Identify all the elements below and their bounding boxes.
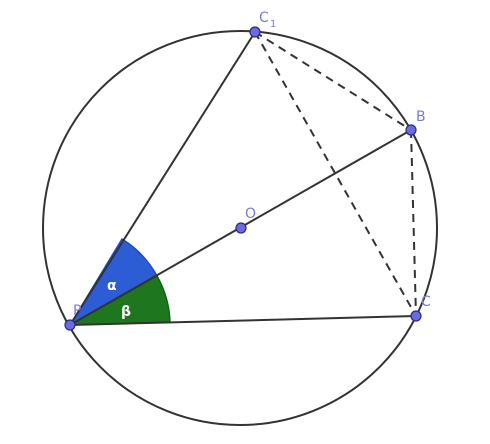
segment-PC	[69, 315, 417, 326]
label-P: P	[73, 303, 81, 319]
angle-alpha-label: α	[107, 278, 117, 294]
label-O: O	[245, 206, 256, 222]
point-C1[interactable]	[249, 26, 261, 38]
segment-C1C	[254, 31, 417, 317]
label-C1: C	[259, 10, 269, 26]
label-C: C	[421, 294, 431, 310]
point-P[interactable]	[64, 319, 76, 331]
label-C1-subscript: 1	[270, 19, 276, 30]
point-B[interactable]	[405, 124, 417, 136]
segment-PC1	[69, 31, 256, 326]
segment-BC	[410, 129, 417, 317]
segment-C1B	[254, 31, 412, 131]
angle-beta-label: β	[121, 304, 131, 320]
circumcircle	[42, 30, 438, 426]
point-O[interactable]	[235, 222, 247, 234]
point-C[interactable]	[410, 310, 422, 322]
label-B: B	[416, 109, 426, 125]
